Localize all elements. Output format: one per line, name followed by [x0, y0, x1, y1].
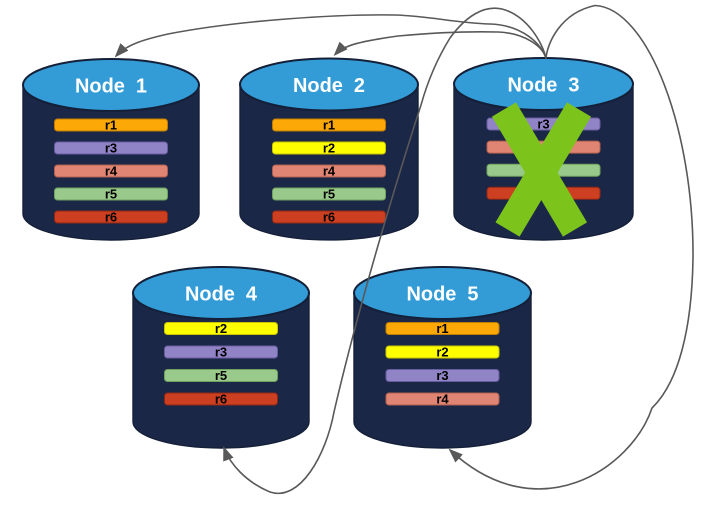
- svg-text:r1: r1: [105, 118, 117, 133]
- svg-text:r3: r3: [215, 345, 227, 360]
- svg-text:r4: r4: [436, 392, 449, 407]
- svg-text:r4: r4: [105, 164, 118, 179]
- svg-text:r6: r6: [323, 210, 335, 225]
- svg-text:r5: r5: [323, 187, 335, 202]
- svg-text:r2: r2: [323, 141, 335, 156]
- svg-text:r6: r6: [105, 210, 117, 225]
- svg-text:r1: r1: [323, 118, 335, 133]
- svg-text:r5: r5: [215, 368, 227, 383]
- svg-text:r3: r3: [436, 368, 448, 383]
- svg-text:r4: r4: [323, 164, 336, 179]
- svg-text:Node 3: Node 3: [508, 74, 580, 97]
- svg-text:r1: r1: [436, 321, 448, 336]
- svg-text:r6: r6: [215, 392, 227, 407]
- svg-text:r3: r3: [537, 117, 549, 132]
- svg-text:Node 4: Node 4: [185, 283, 258, 306]
- svg-text:r3: r3: [105, 141, 117, 156]
- svg-text:r2: r2: [436, 345, 448, 360]
- svg-text:r5: r5: [105, 187, 117, 202]
- svg-text:Node 1: Node 1: [75, 75, 147, 98]
- svg-text:Node 5: Node 5: [407, 283, 479, 306]
- svg-text:Node 2: Node 2: [293, 74, 365, 97]
- svg-text:r2: r2: [215, 321, 227, 336]
